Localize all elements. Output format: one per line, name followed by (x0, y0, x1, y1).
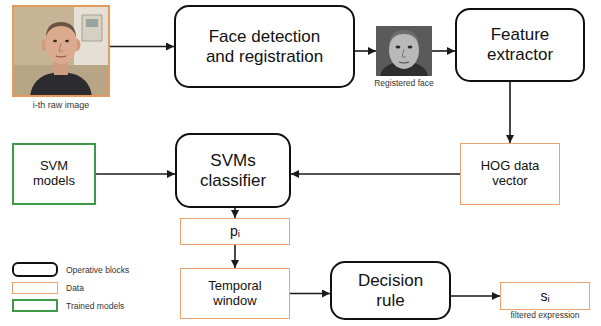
arrow-connector (451, 295, 500, 297)
arrow-connector (291, 173, 460, 175)
arrow-connector (355, 50, 376, 52)
arrow-connector (96, 173, 175, 175)
box-label: sᵢ (540, 288, 549, 304)
box-label: HOG data vector (473, 159, 548, 189)
arrow-connector (509, 82, 511, 143)
box-label: SVM models (29, 159, 79, 189)
registered-face-photo (376, 26, 432, 76)
process-box: Feature extractor (455, 8, 585, 82)
box-label: pᵢ (230, 223, 240, 239)
box-label: SVMs classifier (188, 151, 278, 190)
box-label: Feature extractor (470, 25, 570, 64)
image-node: i-th raw image (12, 5, 110, 97)
legend-row: Data (12, 282, 84, 294)
arrow-connector (234, 245, 236, 268)
process-box: SVMs classifier (175, 133, 291, 208)
legend-row: Operative blocks (12, 262, 129, 277)
data-box: pᵢ (180, 218, 290, 245)
image-node: Registered face (376, 26, 432, 76)
legend-swatch (12, 299, 58, 312)
box-label: Temporal window (198, 279, 273, 309)
legend-text: Operative blocks (66, 265, 129, 275)
arrow-connector (110, 46, 174, 48)
process-box: Face detection and registration (174, 5, 355, 88)
arrow-connector (432, 50, 455, 52)
box-label: Decision rule (351, 271, 431, 310)
legend-text: Trained models (66, 301, 124, 311)
model-box: SVM models (12, 143, 96, 205)
legend-text: Data (66, 283, 84, 293)
legend-swatch (12, 262, 58, 277)
data-box: HOG data vector (460, 143, 560, 205)
data-box: sᵢfiltered expression (500, 282, 590, 310)
process-box: Decision rule (330, 261, 451, 320)
arrow-connector (290, 293, 330, 295)
image-caption: Registered face (373, 79, 435, 89)
raw-photo (12, 5, 110, 97)
image-caption: i-th raw image (0, 100, 131, 110)
box-label: Face detection and registration (204, 27, 326, 66)
legend-swatch (12, 282, 58, 294)
legend-row: Trained models (12, 299, 124, 312)
arrow-connector (234, 208, 236, 218)
box-caption: filtered expression (490, 311, 600, 321)
data-box: Temporal window (180, 268, 290, 319)
